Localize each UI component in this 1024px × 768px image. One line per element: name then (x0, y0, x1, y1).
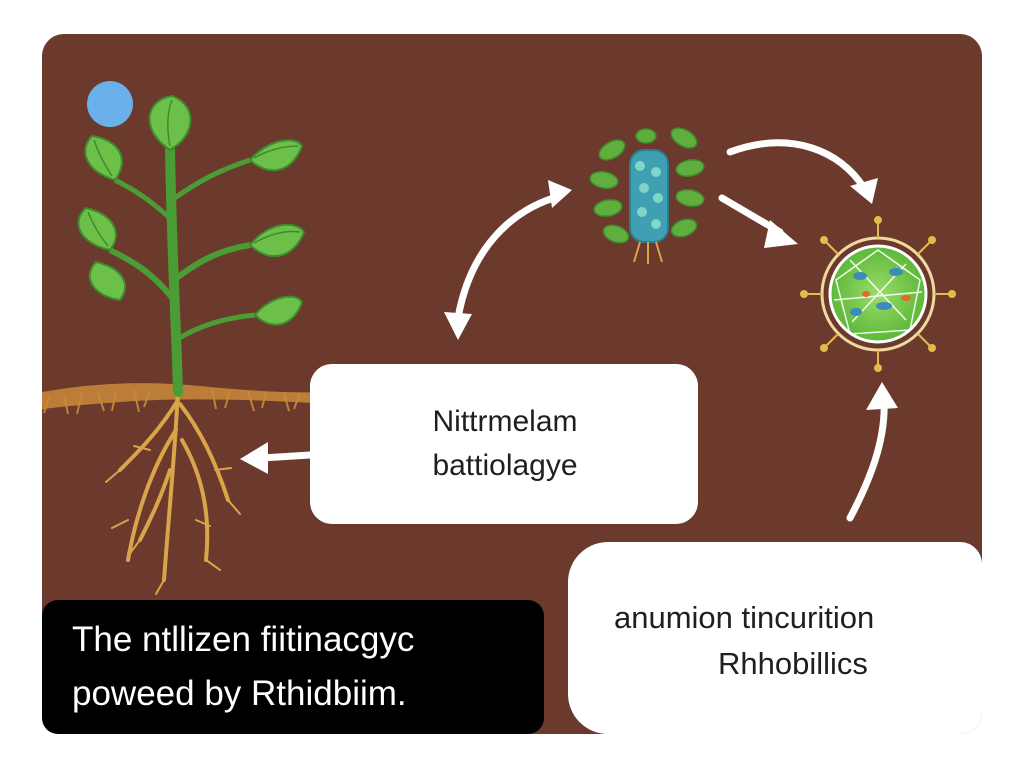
right-label-box: anumion tincurition Rhhobillics (568, 542, 982, 734)
caption-line1: The ntllizen fiitinacgyc (72, 620, 415, 659)
center-label-line2: battiolagye (432, 449, 578, 482)
caption-line2: poweed by Rthidbiim. (72, 674, 407, 713)
nodule-cell-icon (800, 216, 956, 372)
plant-icon (77, 94, 306, 595)
caption-box: The ntllizen fiitinacgyc poweed by Rthid… (42, 600, 544, 734)
right-label-line2: Rhhobillics (718, 646, 868, 681)
arrow-heads (240, 178, 898, 474)
bacterium-icon (589, 127, 705, 264)
right-label-line1: anumion tincurition (614, 600, 875, 635)
center-label-box: Nittrmelam battiolagye (310, 364, 698, 524)
sun-icon (87, 81, 133, 127)
center-label-line1: Nittrmelam (432, 405, 578, 438)
